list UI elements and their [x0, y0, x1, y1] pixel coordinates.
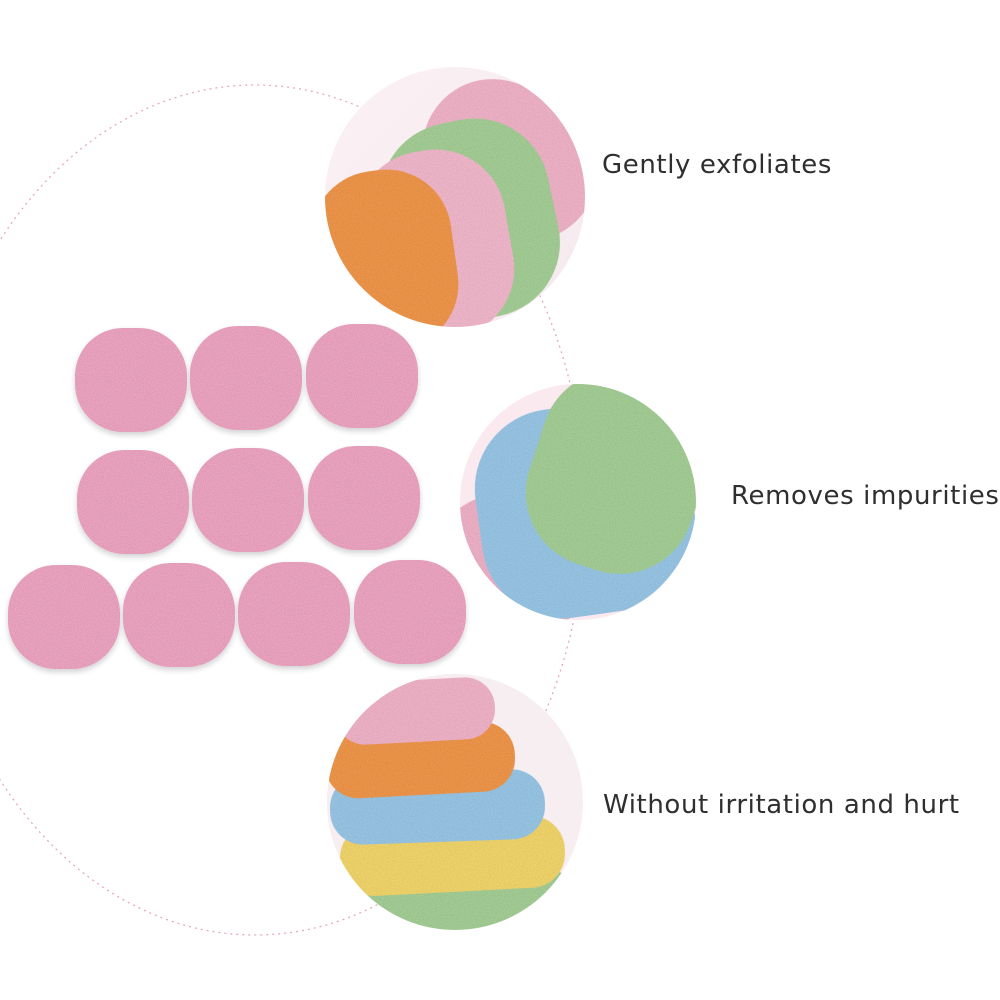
sponge-pad: [8, 565, 120, 669]
feature-circle-gentle: [327, 674, 583, 930]
feature-label-gentle: Without irritation and hurt: [603, 790, 960, 820]
sponge-pad: [77, 450, 189, 554]
sponge-pad: [308, 446, 420, 550]
sponge-pad: [306, 324, 418, 428]
sponge-pad: [190, 326, 302, 430]
feature-label-impurities: Removes impurities: [731, 481, 1000, 511]
sponge-grid: [8, 324, 466, 669]
feature-label-exfoliates: Gently exfoliates: [602, 150, 832, 180]
sponge-pad: [192, 448, 304, 552]
sponge-pad: [75, 328, 187, 432]
sponge-pad: [238, 562, 350, 666]
feature-circle-exfoliates: [325, 67, 585, 327]
sponge-pad: [354, 560, 466, 664]
feature-circle-impurities: [460, 384, 696, 620]
sponge-pad: [123, 563, 235, 667]
